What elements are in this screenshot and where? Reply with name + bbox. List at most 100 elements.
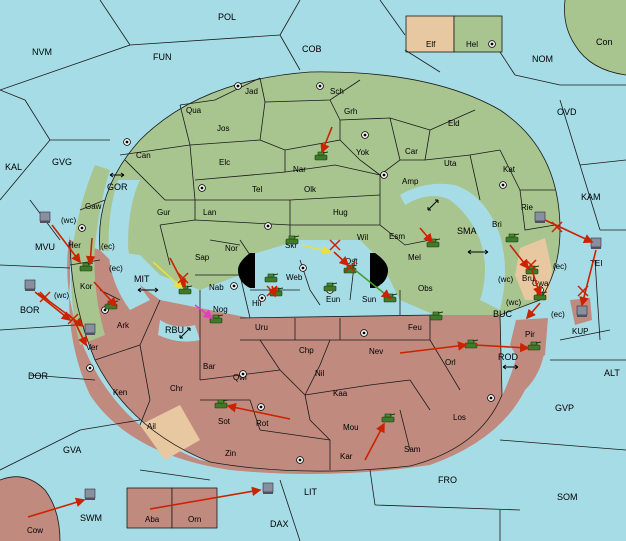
label-con: Con [596,37,613,47]
label-nor: Nor [225,244,238,253]
label-mou: Mou [343,423,359,432]
label-zin: Zin [225,449,236,458]
label-bru: Bru [522,274,534,283]
label-kaa: Kaa [333,389,348,398]
label-tel: Tel [252,185,262,194]
label-bri: Bri [492,220,502,229]
fleet-icon [24,279,36,292]
label-gva: GVA [63,445,81,455]
label-sch: Sch [330,87,344,96]
coast-tag-gwa-ec: (ec) [551,310,565,319]
fortress-left [238,253,255,288]
labels: POL FUN COB NVM NOM Con Elf Hel OVD KAL … [5,12,620,535]
label-lan: Lan [203,208,216,217]
label-kup: KUP [572,327,588,336]
label-gwa: Gwa [532,279,549,288]
supply-center-icon [299,264,307,272]
sea-sma [400,183,505,310]
label-orl: Orl [445,358,456,367]
label-chp: Chp [299,346,314,355]
coast-tag-mvu-wc: (wc) [61,216,76,225]
label-som: SOM [557,492,578,502]
label-aba: Aba [145,515,160,524]
label-gur: Gur [157,208,171,217]
region-con[interactable] [564,0,626,75]
region-elf[interactable] [405,15,455,53]
coast-tag-bru-wc: (wc) [498,275,513,284]
supply-center-icon [488,40,496,48]
label-buc: BUC [493,309,513,319]
supply-center-icon [296,456,304,464]
label-sun: Sun [362,295,376,304]
label-can: Can [136,151,151,160]
label-mit: MIT [134,274,150,284]
supply-center-icon [198,184,206,192]
label-hug: Hug [333,208,348,217]
label-jos: Jos [217,124,229,133]
label-qua: Qua [186,106,202,115]
label-rbu: RBU [165,325,184,335]
label-gvg: GVG [52,157,72,167]
label-nil: Nil [315,369,325,378]
label-jad: Jad [245,87,258,96]
supply-center-icon [234,82,242,90]
coast-tag-bor-wc: (wc) [54,291,69,300]
sea-rbu [158,320,200,342]
supply-center-icon [123,138,131,146]
label-ovd: OVD [557,107,577,117]
region-cow[interactable] [0,476,60,541]
supply-center-icon [257,403,265,411]
label-sam: Sam [404,445,421,454]
label-uru: Uru [255,323,268,332]
label-tei: TEI [590,259,602,268]
label-gor: GOR [107,182,128,192]
label-elf: Elf [426,40,436,49]
label-eun: Eun [326,295,340,304]
supply-center-icon [316,82,324,90]
label-grh: Grh [344,107,357,116]
label-lit: LIT [304,487,318,497]
label-mvu: MVU [35,242,55,252]
region-green-body [99,71,560,316]
supply-center-icon [86,364,94,372]
label-rie: Rie [521,203,534,212]
label-chr: Chr [170,384,183,393]
label-kat: Kat [503,165,516,174]
supply-center-icon [258,294,266,302]
region-orn[interactable] [171,487,218,529]
coast-tag-buc-wc: (wc) [506,298,521,307]
label-sma: SMA [457,226,477,236]
region-ail[interactable] [140,405,200,460]
label-hil: Hil [252,299,262,308]
label-sot: Sot [218,417,231,426]
label-nog: Nog [213,305,228,314]
fleet-icon [576,305,588,318]
label-qwi: Qwi [233,373,247,382]
label-nom: NOM [532,54,553,64]
label-alt: ALT [604,368,620,378]
label-ver: Ver [86,343,98,352]
fleet-icon [534,211,546,224]
label-her: Her [68,241,81,250]
label-olk: Olk [304,185,317,194]
label-car: Car [405,147,418,156]
label-pol: POL [218,12,236,22]
label-bar: Bar [203,362,216,371]
label-pir: Pir [525,330,535,339]
supply-center-icon [230,282,238,290]
coast-tag-bru-ec: (ec) [553,262,567,271]
label-kal: KAL [5,162,22,172]
supply-center-icon [360,329,368,337]
label-los: Los [453,413,466,422]
label-ark: Ark [117,321,130,330]
label-yok: Yok [356,148,370,157]
label-ken: Ken [113,388,127,397]
label-amp: Amp [402,177,419,186]
label-nvm: NVM [32,47,52,57]
label-elc: Elc [219,158,230,167]
fleet-icon [590,237,602,250]
label-obs: Obs [418,284,433,293]
